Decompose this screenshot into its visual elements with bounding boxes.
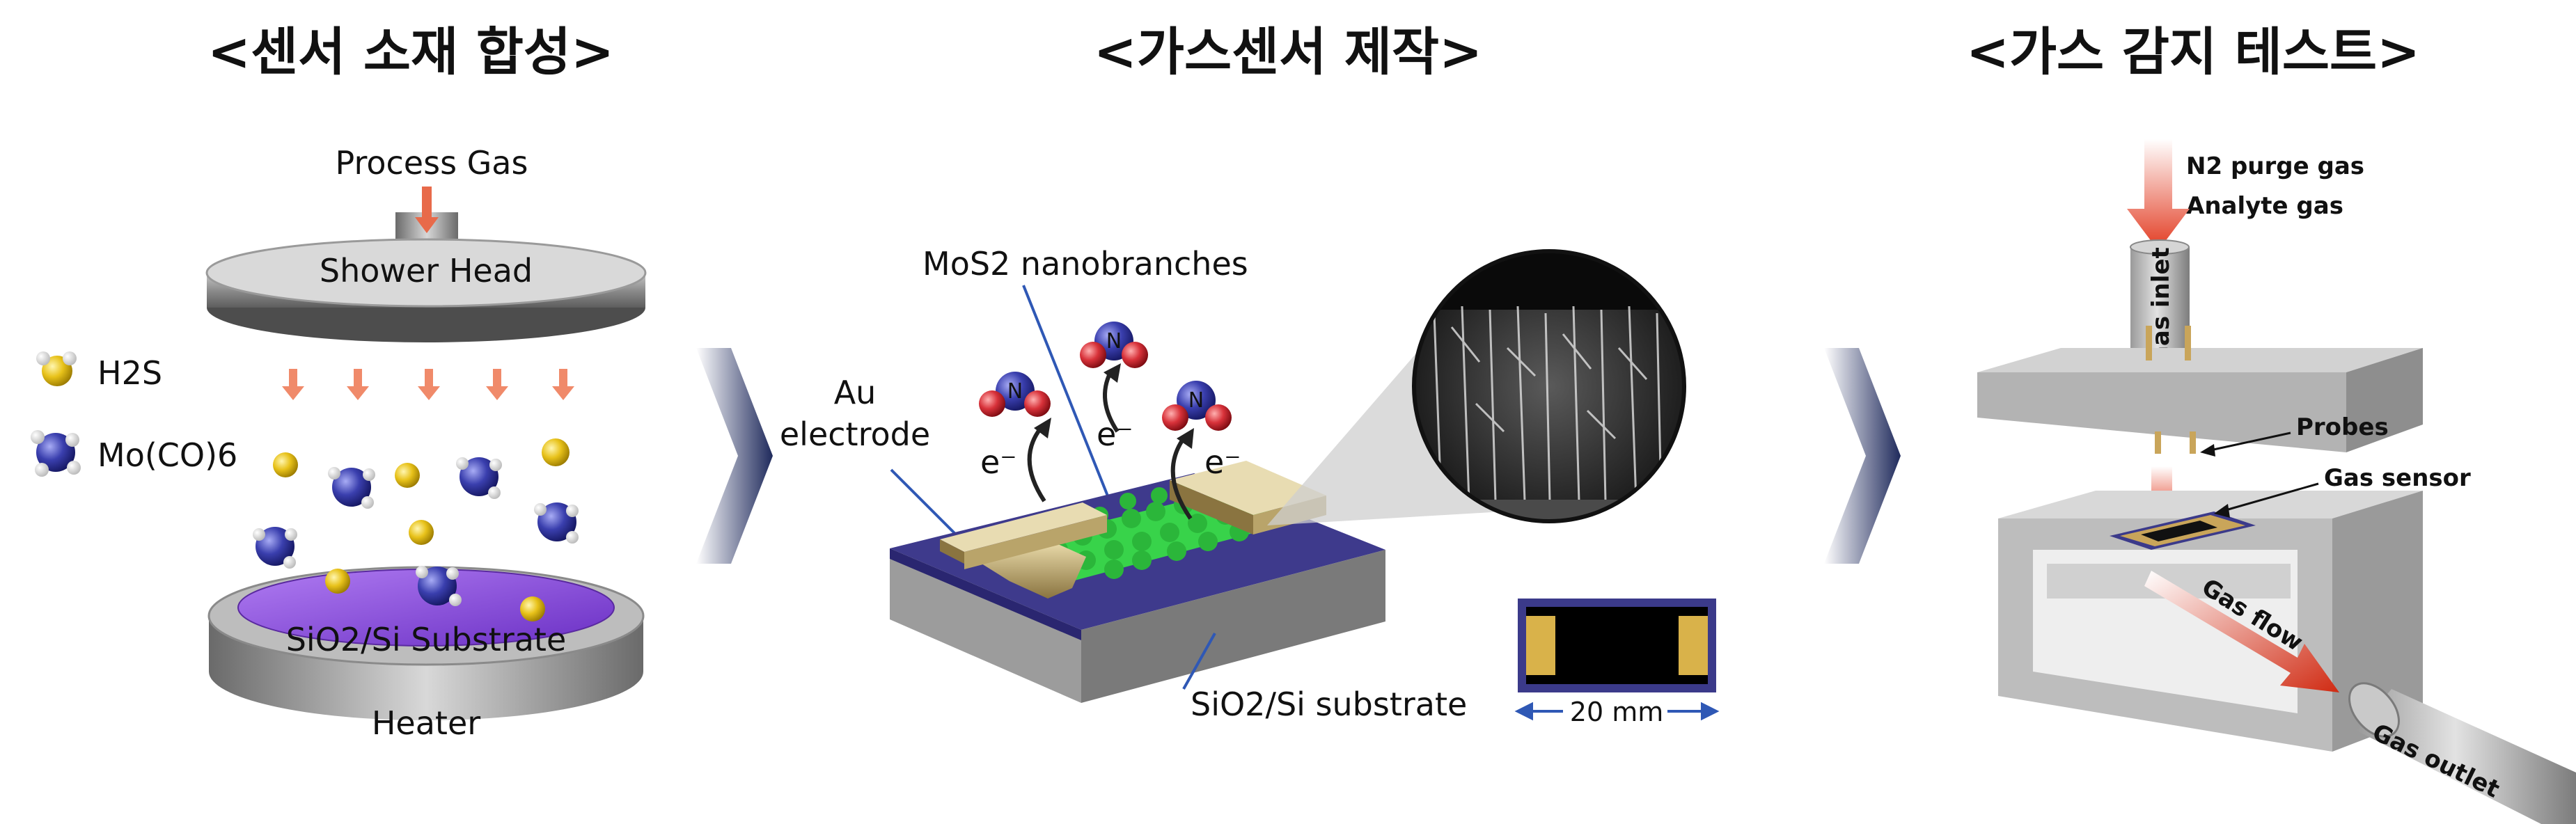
gas-sensor-pointer: [2220, 482, 2319, 513]
chevron-arrow-1: [696, 348, 773, 564]
electron-label-1: e⁻: [980, 443, 1017, 481]
no2-molecule-1: N: [979, 372, 1051, 417]
nanobranches-pointer: [1022, 285, 1122, 530]
process-gas-label: Process Gas: [336, 144, 528, 182]
substrate-label: SiO2/Si Substrate: [286, 621, 567, 658]
probes-pointer-head: [2200, 444, 2215, 457]
shower-head: [205, 238, 647, 342]
synthesis-title: <센서 소재 합성>: [207, 22, 614, 82]
legend-h2s-label: H2S: [97, 354, 162, 392]
inlet-flow-arrow: [2127, 139, 2190, 251]
gas-flow-arrows: [282, 369, 574, 400]
gas-sensor-pointer-head: [2214, 504, 2230, 518]
gas-sensor-label: Gas sensor: [2324, 464, 2471, 492]
svg-text:N: N: [1106, 329, 1122, 354]
electron-transfer-arrowheads: [1034, 363, 1194, 449]
probes-label: Probes: [2296, 413, 2389, 441]
heater-label: Heater: [372, 704, 480, 742]
au-electrode-left: [940, 502, 1107, 599]
gas-outlet-pipe: [2348, 682, 2576, 824]
probes-pointer: [2206, 431, 2291, 452]
test-title: <가스 감지 테스트>: [1966, 22, 2420, 82]
svg-text:N: N: [1007, 379, 1023, 404]
chevron-arrow-2: [1824, 348, 1901, 564]
no2-molecule-3: N: [1162, 381, 1232, 431]
chip-substrate-label: SiO2/Si substrate: [1191, 686, 1467, 723]
electrode-label: electrode: [780, 415, 930, 453]
electron-label-3: e⁻: [1204, 443, 1241, 481]
fabrication-panel: MoS2 nanobranches Au electrode: [780, 245, 1720, 727]
scale-label: 20 mm: [1570, 697, 1663, 727]
n2-purge-label: N2 purge gas: [2186, 152, 2364, 180]
electron-transfer-arrows: [1027, 371, 1193, 520]
legend-moco6-label: Mo(CO)6: [97, 436, 237, 474]
gas-flow-arrow: [2144, 571, 2339, 692]
fabrication-title: <가스센서 제작>: [1094, 22, 1482, 82]
au-label: Au: [834, 374, 877, 411]
electron-label-2: e⁻: [1097, 415, 1133, 453]
legend-h2s-icon: [36, 351, 77, 386]
shower-head-label: Shower Head: [320, 252, 533, 290]
nanobranches-label: MoS2 nanobranches: [922, 245, 1248, 283]
scale-bar: [1514, 702, 1720, 721]
synthesis-panel: Process Gas Shower Head Heater SiO2/Si S…: [31, 144, 647, 742]
svg-text:N: N: [1188, 388, 1204, 413]
test-chamber: [1998, 491, 2423, 752]
analyte-label: Analyte gas: [2186, 192, 2343, 220]
device-photo: [1518, 599, 1716, 692]
gas-sensor-chip: [2110, 512, 2256, 550]
legend-moco6-icon: [31, 430, 81, 477]
moco6-molecules: [253, 457, 579, 606]
probe-pins: [2146, 326, 2196, 454]
chamber-lid: [1977, 348, 2423, 452]
no2-molecule-2: N: [1080, 322, 1148, 368]
chip-substrate-pointer: [1182, 633, 1216, 690]
h2s-molecules: [273, 438, 570, 621]
test-panel: N2 purge gas Analyte gas Gas inlet Probe…: [1977, 139, 2576, 824]
process-gas-arrow: [415, 187, 439, 233]
